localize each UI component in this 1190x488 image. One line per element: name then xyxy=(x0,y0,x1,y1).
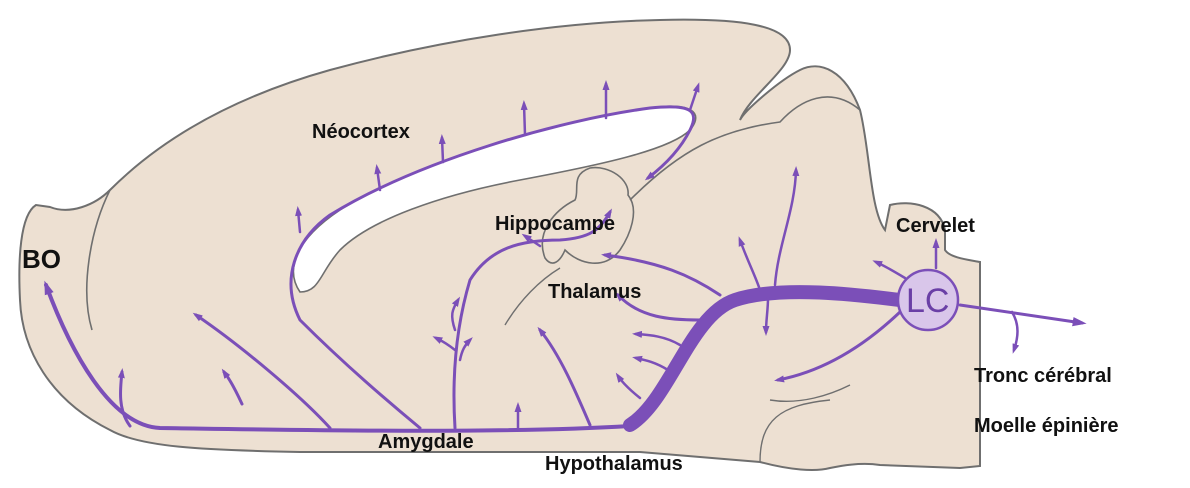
label-hippocampe: Hippocampe xyxy=(495,213,615,235)
label-hypothalamus: Hypothalamus xyxy=(545,453,683,475)
label-moelle: Moelle épinière xyxy=(974,415,1119,437)
label-bo: BO xyxy=(22,244,61,274)
label-tronc: Tronc cérébral xyxy=(974,365,1112,387)
label-thalamus: Thalamus xyxy=(548,281,641,303)
label-cervelet: Cervelet xyxy=(896,215,975,237)
brain-silhouette xyxy=(19,20,980,470)
label-neocortex: Néocortex xyxy=(312,121,410,143)
spinal-branch xyxy=(1012,312,1018,350)
locus-coeruleus: LC xyxy=(898,270,958,330)
cortex-arrow-3 xyxy=(442,138,443,162)
brain-outline xyxy=(19,20,980,470)
cortex-arrow-4 xyxy=(524,104,525,135)
label-amygdale: Amygdale xyxy=(378,431,474,453)
lc-label: LC xyxy=(906,282,949,320)
